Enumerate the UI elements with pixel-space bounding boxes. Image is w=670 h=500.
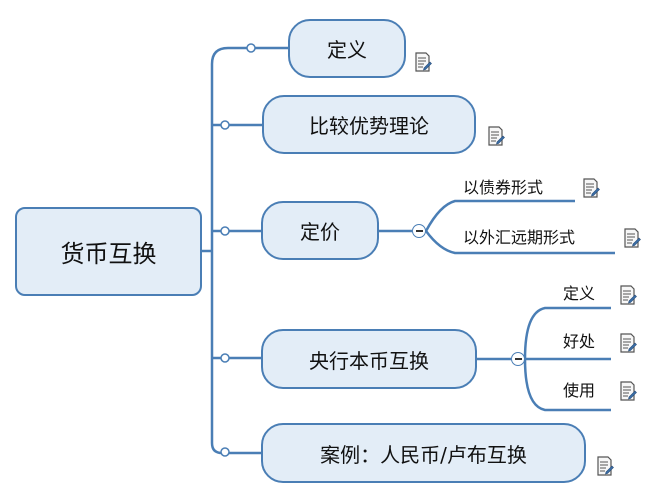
note-icon[interactable] (619, 333, 637, 353)
note-icon[interactable] (596, 456, 614, 476)
note-icon[interactable] (487, 126, 505, 146)
branch-definition[interactable]: 定义 (288, 19, 406, 78)
branch-label: 定价 (300, 220, 340, 244)
leaf-cb-usage[interactable]: 使用 (563, 381, 596, 400)
branch-central-bank-swap[interactable]: 央行本币互换 (261, 329, 477, 389)
leaf-bond-form[interactable]: 以债券形式 (463, 178, 544, 197)
note-icon[interactable] (623, 228, 641, 248)
leaf-cb-benefits[interactable]: 好处 (563, 332, 596, 351)
branch-pricing[interactable]: 定价 (261, 201, 379, 260)
branch-comparative-advantage[interactable]: 比较优势理论 (262, 95, 476, 154)
leaf-forward-form[interactable]: 以外汇远期形式 (463, 228, 576, 247)
branch-label: 案例：人民币/卢布互换 (320, 442, 527, 467)
note-icon[interactable] (619, 285, 637, 305)
branch-label: 比较优势理论 (309, 114, 429, 138)
note-icon[interactable] (619, 381, 637, 401)
root-label: 货币互换 (60, 240, 157, 268)
note-icon[interactable] (582, 178, 600, 198)
collapse-minus-icon[interactable] (412, 224, 426, 238)
branch-label: 央行本币互换 (309, 348, 429, 373)
branch-label: 定义 (327, 38, 367, 62)
root-node[interactable]: 货币互换 (15, 207, 202, 296)
collapse-minus-icon[interactable] (511, 352, 525, 366)
branch-case-study[interactable]: 案例：人民币/卢布互换 (261, 423, 586, 483)
note-icon[interactable] (414, 52, 432, 72)
leaf-cb-definition[interactable]: 定义 (563, 284, 596, 303)
